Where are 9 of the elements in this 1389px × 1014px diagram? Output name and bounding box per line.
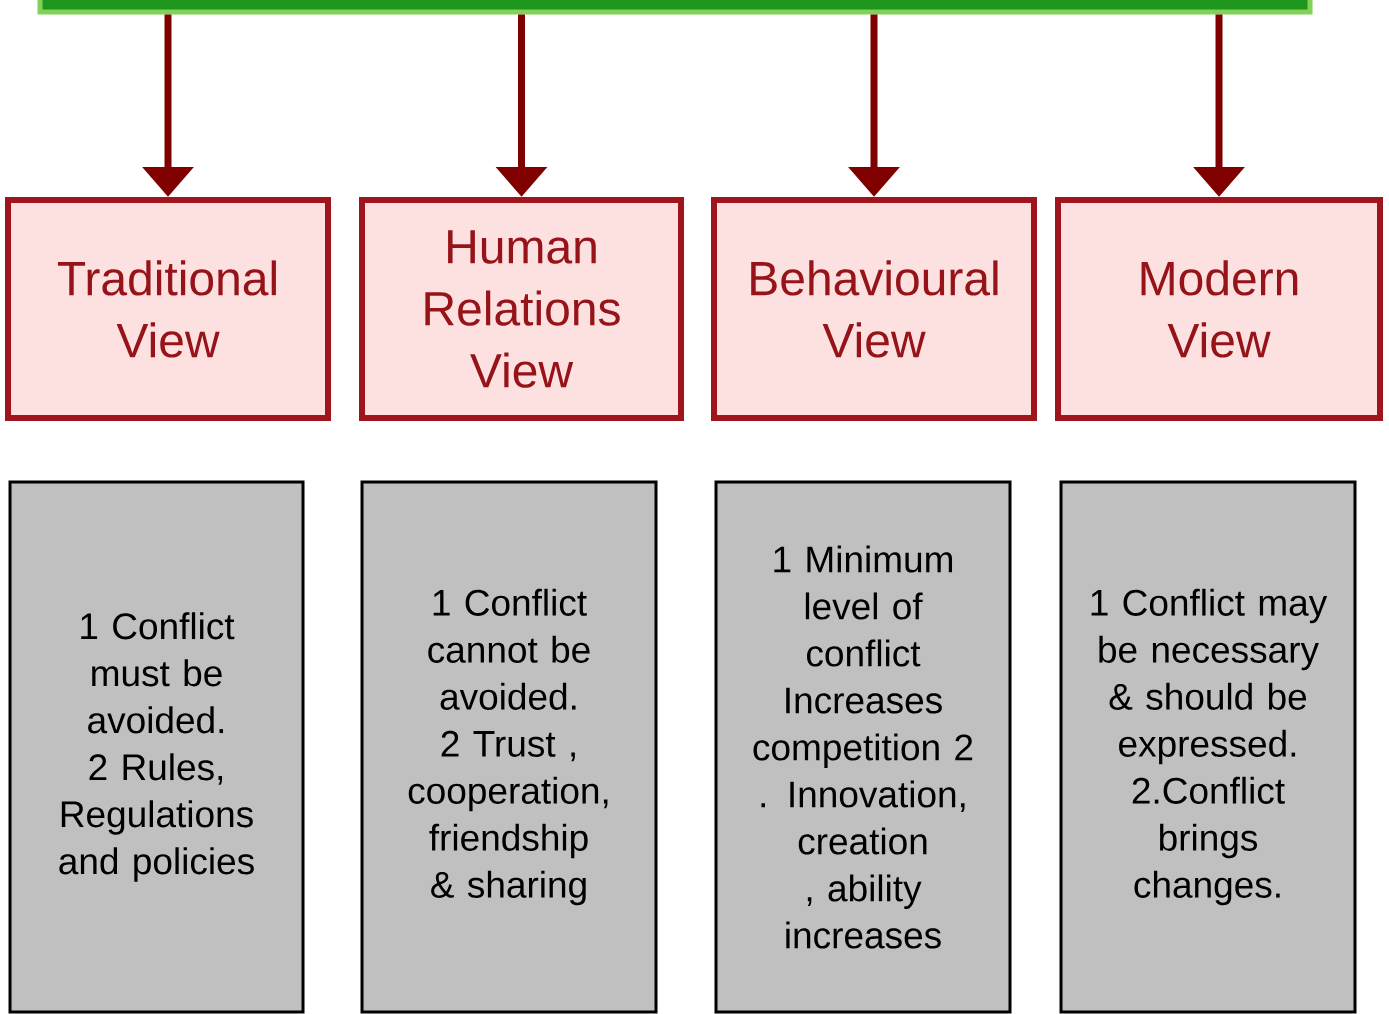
description-box: 1 Conflict must be avoided. 2 Rules, Regulations and policies: [8, 480, 305, 1014]
description-box: 1 Conflict may be necessary & should be expressed. 2.Conflict brings changes.: [1059, 480, 1357, 1014]
view-box: Traditional View: [5, 197, 331, 421]
view-box: Human Relations View: [359, 197, 684, 421]
header-bar: [37, 0, 1313, 15]
description-box: 1 Conflict cannot be avoided. 2 Trust , cooperation, friendship & sharing: [360, 480, 658, 1014]
view-box: Modern View: [1055, 197, 1383, 421]
view-box: Behavioural View: [711, 197, 1037, 421]
description-box: 1 Minimum level of conflict Increases competition 2 . Innovation, creation , ability increases: [714, 480, 1012, 1014]
